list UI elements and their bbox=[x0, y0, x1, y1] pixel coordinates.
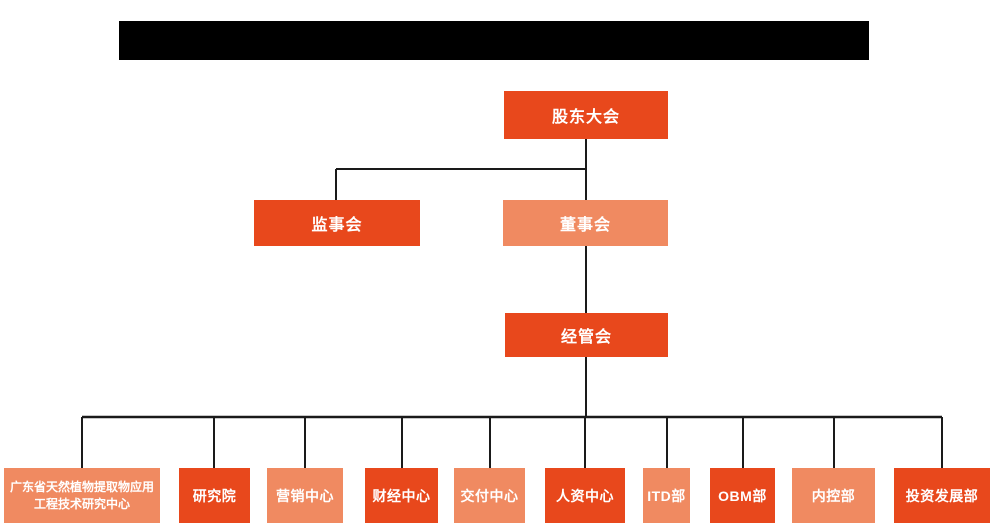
node-supervisory-board: 监事会 bbox=[254, 200, 420, 246]
node-dept-investment-development: 投资发展部 bbox=[894, 468, 990, 523]
node-dept-itd: ITD部 bbox=[643, 468, 690, 523]
node-dept-delivery-center: 交付中心 bbox=[454, 468, 525, 523]
node-dept-obm: OBM部 bbox=[710, 468, 775, 523]
node-board-of-directors: 董事会 bbox=[503, 200, 668, 246]
node-shareholders-meeting: 股东大会 bbox=[504, 91, 668, 139]
node-dept-internal-control: 内控部 bbox=[792, 468, 875, 523]
node-dept-hr-center: 人资中心 bbox=[545, 468, 625, 523]
node-dept-marketing-center: 营销中心 bbox=[267, 468, 343, 523]
node-dept-research-institute: 研究院 bbox=[179, 468, 250, 523]
node-management-committee: 经管会 bbox=[505, 313, 668, 357]
node-dept-finance-center: 财经中心 bbox=[365, 468, 438, 523]
redacted-title-bar bbox=[119, 21, 869, 60]
node-dept-research-center: 广东省天然植物提取物应用工程技术研究中心 bbox=[4, 468, 160, 523]
